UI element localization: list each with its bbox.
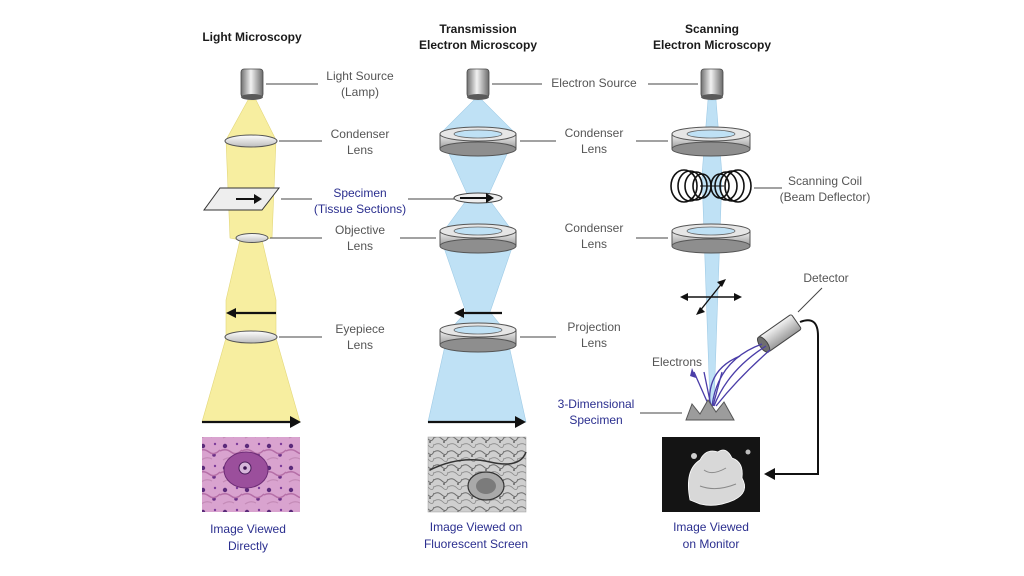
scanning-coil-icon (670, 169, 752, 203)
tem-final-image-arrow-icon (428, 416, 526, 428)
objective-label-line2: Lens (347, 239, 373, 253)
tem-condenser-label-line1: Condenser (565, 126, 624, 140)
lamp-icon (240, 68, 264, 100)
sem-3d-specimen-icon (685, 399, 735, 421)
tem-micrograph-image (427, 436, 527, 513)
specimen-label-line2: (Tissue Sections) (314, 202, 406, 216)
sem-condenser-lens-bottom-icon (671, 223, 751, 254)
tem-title-line2: Electron Microscopy (419, 38, 537, 52)
scanning-coil-label-line1: Scanning Coil (788, 174, 862, 188)
tem-title-line1: Transmission (439, 22, 516, 36)
lm-eyepiece-lens-icon (224, 330, 278, 344)
sem-caption-line2: on Monitor (683, 537, 740, 551)
sem-condenser-lens-top-icon (671, 126, 751, 157)
tem-condenser-lens-icon (439, 126, 517, 157)
detector-icon (757, 314, 802, 353)
lm-condenser-lens-icon (224, 134, 278, 148)
projection-label-line1: Projection (567, 320, 620, 334)
sem-title-line1: Scanning (685, 22, 739, 36)
electrons-label: Electrons (652, 355, 702, 369)
eyepiece-label-line1: Eyepiece (335, 322, 385, 336)
lm-objective-lens-icon (235, 233, 269, 243)
scan-direction-arrows-icon (680, 279, 742, 315)
light-source-label-line1: Light Source (326, 69, 394, 83)
detector-cable (772, 319, 819, 475)
sem-condenser-label-line1: Condenser (565, 221, 624, 235)
scanning-coil-label-line2: (Beam Deflector) (780, 190, 871, 204)
tem-projection-lens-icon (439, 322, 517, 353)
3d-specimen-label-line2: Specimen (569, 413, 622, 427)
sem-caption-line1: Image Viewed (673, 520, 749, 534)
3d-specimen-label-line1: 3-Dimensional (558, 397, 635, 411)
lm-condenser-label-line1: Condenser (331, 127, 390, 141)
electron-rays (690, 343, 771, 407)
lm-intermediate-image-arrow-icon (226, 308, 276, 318)
lm-caption-line2: Directly (228, 539, 268, 553)
projection-label-line2: Lens (581, 336, 607, 350)
lm-condenser-label-line2: Lens (347, 143, 373, 157)
light-microscopy-title: Light Microscopy (202, 30, 302, 44)
light-beam (201, 99, 301, 423)
tem-intermediate-image-arrow-icon (454, 308, 502, 318)
eyepiece-label-line2: Lens (347, 338, 373, 352)
sem-micrograph-image (662, 437, 760, 512)
objective-label-line1: Objective (335, 223, 385, 237)
sem-electron-source-icon (700, 68, 724, 100)
tem-caption-line1: Image Viewed on (430, 520, 523, 534)
sem-title-line2: Electron Microscopy (653, 38, 771, 52)
lm-caption-line1: Image Viewed (210, 522, 286, 536)
histology-image (202, 437, 300, 512)
tem-specimen-icon (453, 192, 503, 204)
detector-label: Detector (803, 271, 848, 285)
electron-source-label: Electron Source (551, 76, 637, 90)
tem-electron-source-icon (466, 68, 490, 100)
lm-final-image-arrow-icon (202, 416, 301, 428)
tem-objective-lens-icon (439, 223, 517, 254)
monitor-arrowhead-icon (764, 468, 775, 480)
specimen-label-line1: Specimen (333, 186, 386, 200)
tem-condenser-label-line2: Lens (581, 142, 607, 156)
light-source-label-line2: (Lamp) (341, 85, 379, 99)
sem-condenser-label-line2: Lens (581, 237, 607, 251)
tem-caption-line2: Fluorescent Screen (424, 537, 528, 551)
specimen-slide-icon (203, 187, 281, 211)
